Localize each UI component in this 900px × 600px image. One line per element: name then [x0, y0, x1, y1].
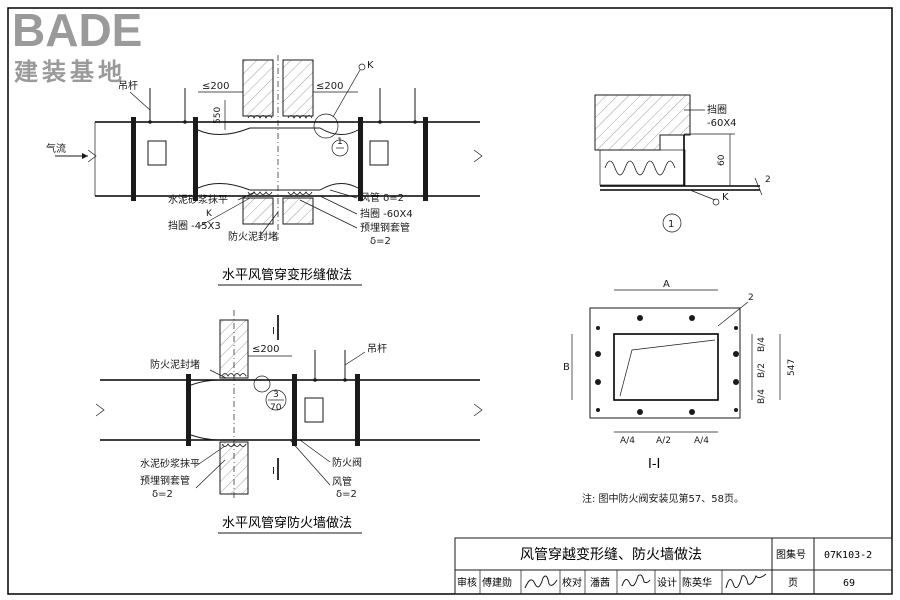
logo-subtitle: 建装基地 — [14, 59, 126, 86]
detail-marker: 1 — [337, 137, 343, 147]
dim-right-200: ≤200 — [316, 81, 343, 92]
duct-label: 风管 δ=2 — [360, 191, 404, 204]
a4-right: A/4 — [694, 436, 709, 446]
detail-dim-60: 60 — [717, 154, 727, 166]
section-mark-bottom: I — [272, 466, 275, 477]
wall-bottom-right — [282, 197, 314, 225]
detail-ring-label: 挡圈 — [707, 103, 727, 116]
reviewer-signature — [524, 575, 558, 589]
designer-signature — [725, 573, 767, 589]
detail-1: 挡圈 -60X4 60 2 K 1 — [594, 94, 771, 233]
b4-top: B/4 — [757, 337, 767, 352]
section-title: I-I — [648, 457, 660, 472]
note: 注: 图中防火阀安装见第57、58页。 — [582, 492, 744, 505]
title-block: 风管穿越变形缝、防火墙做法 图集号 07K103-2 审核 傅建勋 校对 潘茜 … — [454, 537, 893, 595]
sleeve-delta-label: δ=2 — [370, 236, 391, 247]
ring-60-label: 挡圈 -60X4 — [360, 207, 413, 220]
page-number: 69 — [843, 578, 855, 589]
bottom-sleeve-delta: δ=2 — [152, 489, 173, 500]
caption-top: 水平风管穿变形缝做法 — [222, 267, 352, 283]
review-label: 审核 — [457, 576, 477, 589]
bottom-callout-bottom: 70 — [270, 403, 282, 413]
dim-a: A — [663, 279, 670, 290]
detail-k-mark: K — [722, 192, 729, 203]
wall-top-right — [282, 59, 314, 117]
b2: B/2 — [757, 363, 767, 378]
fire-wall-top — [219, 319, 249, 379]
logo-brand: BADE — [12, 4, 142, 56]
atlas-number: 07K103-2 — [824, 550, 872, 561]
figure-top: 气流 吊杆 ≤200 ≤200 550 1 K 水泥砂浆抹平 K 挡圈 -45X… — [46, 55, 483, 286]
bottom-duct-delta: δ=2 — [336, 489, 357, 500]
reviewer-name: 傅建勋 — [482, 576, 512, 589]
airflow-label: 气流 — [46, 142, 66, 155]
checker-name: 潘茜 — [590, 577, 610, 589]
dim-vertical-550: 550 — [213, 107, 223, 124]
section-dim-2: 2 — [748, 293, 754, 303]
page-label: 页 — [788, 577, 798, 589]
bottom-hanger-label: 吊杆 — [367, 343, 387, 355]
bottom-callout-top: 3 — [273, 390, 279, 400]
embedded-sleeve-label: 预埋钢套管 — [360, 221, 410, 234]
designer-name: 陈英华 — [682, 576, 712, 589]
mortar-label: 水泥砂浆抹平 — [168, 193, 228, 206]
caption-bottom: 水平风管穿防火墙做法 — [222, 515, 352, 531]
bottom-fire-mud-label: 防火泥封堵 — [150, 358, 200, 371]
bottom-duct-label: 风管 — [332, 475, 352, 488]
dim-b: B — [563, 362, 570, 373]
fire-mud-label: 防火泥封堵 — [228, 230, 278, 243]
wall-top-left — [242, 59, 274, 117]
k-mark-small: K — [206, 209, 213, 219]
bottom-mortar-label: 水泥砂浆抹平 — [140, 457, 200, 470]
section-mark-top: I — [272, 326, 275, 337]
detail-ring-size: -60X4 — [707, 118, 737, 129]
dim-547: 547 — [787, 359, 797, 376]
bottom-dim-200: ≤200 — [252, 344, 279, 355]
design-label: 设计 — [657, 576, 677, 589]
wall-bottom-left — [242, 197, 274, 225]
checker-signature — [621, 574, 651, 587]
detail-dim-2: 2 — [765, 175, 771, 185]
sheet-border — [7, 7, 893, 595]
retaining-ring-label: 挡圈 -45X3 — [168, 219, 221, 232]
section-i-i: A B 2 B/4 B/2 B/4 547 A/4 A/2 A/4 I-I — [563, 279, 797, 472]
a2: A/2 — [656, 436, 671, 446]
check-label: 校对 — [562, 576, 582, 589]
atlas-label: 图集号 — [776, 548, 806, 561]
title-block-title: 风管穿越变形缝、防火墙做法 — [520, 547, 702, 563]
bottom-sleeve-label: 预埋钢套管 — [140, 474, 190, 487]
k-mark-top: K — [367, 60, 374, 71]
fire-damper-label: 防火阀 — [332, 456, 362, 469]
logo: BADE 建装基地 — [12, 4, 142, 86]
figure-bottom: I I ≤200 吊杆 防火泥封堵 3 70 水泥砂浆抹平 预埋钢套管 δ=2 … — [95, 310, 483, 534]
dim-left-200: ≤200 — [202, 81, 229, 92]
hanger-label: 吊杆 — [118, 80, 138, 92]
b4-bottom: B/4 — [757, 389, 767, 404]
detail-marker-circle: 1 — [668, 219, 674, 230]
a4-left: A/4 — [620, 436, 635, 446]
